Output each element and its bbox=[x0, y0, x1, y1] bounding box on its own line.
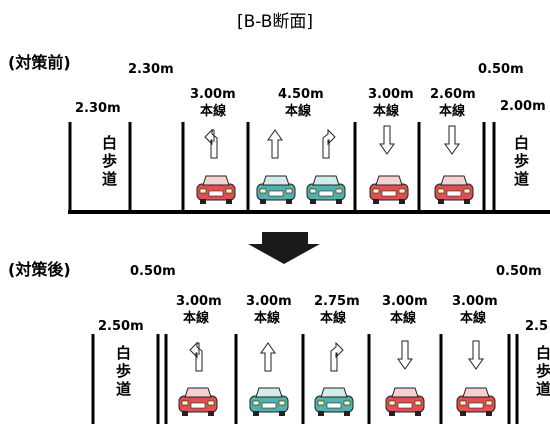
after-right-turn-arrow-icon bbox=[330, 342, 344, 372]
before-sidewalk-left-text: 白 歩 道 bbox=[102, 134, 122, 188]
before-car-red-icon bbox=[196, 175, 236, 205]
before-boundary-lines bbox=[68, 122, 496, 212]
transition-arrow-icon bbox=[248, 232, 320, 264]
after-lane-4-name: 本線 bbox=[390, 310, 417, 326]
before-left-turn-arrow-icon bbox=[204, 129, 218, 159]
after-lane-1-name: 本線 bbox=[183, 310, 210, 326]
before-lane-2-name: 本線 bbox=[285, 103, 312, 119]
after-down-arrow-icon bbox=[468, 340, 484, 370]
before-down-arrow-icon bbox=[379, 125, 395, 155]
after-left-turn-arrow-icon bbox=[189, 342, 203, 372]
after-down-arrow-icon bbox=[397, 340, 413, 370]
before-section: (対策前) 2.30m 0.50m 2.30m 2.00m 3.00m 本線 4… bbox=[8, 53, 550, 214]
before-down-arrow-icon bbox=[444, 125, 460, 155]
after-sidewalk-left-width: 2.50m bbox=[98, 319, 144, 334]
after-lane-3-name: 本線 bbox=[320, 310, 347, 326]
after-lane-2-name: 本線 bbox=[254, 310, 281, 326]
after-dim-top-right: 0.50m bbox=[496, 264, 542, 279]
before-car-teal-icon bbox=[306, 175, 346, 205]
before-sidewalk-left-width: 2.30m bbox=[75, 101, 121, 116]
after-lane-1-width: 3.00m bbox=[176, 294, 222, 309]
after-lane-3-width: 2.75m bbox=[314, 294, 360, 309]
section-title: [B-B断面] bbox=[237, 12, 313, 32]
before-lane-5-width: 2.60m bbox=[430, 87, 476, 102]
before-car-red-icon bbox=[434, 175, 474, 205]
after-lane-2-width: 3.00m bbox=[246, 294, 292, 309]
after-car-red-icon bbox=[456, 387, 496, 417]
before-lane-4-name: 本線 bbox=[373, 103, 400, 119]
after-car-red-icon bbox=[178, 387, 218, 417]
before-car-red-icon bbox=[369, 175, 409, 205]
before-dim-top-left: 2.30m bbox=[128, 62, 174, 77]
after-sidewalk-left-text: 白 歩 道 bbox=[116, 344, 136, 398]
before-lane-1-width: 3.00m bbox=[190, 87, 236, 102]
after-dim-top-left: 0.50m bbox=[130, 264, 176, 279]
after-section: (対策後) 0.50m 0.50m 2.50m 2.5 3.00m 本線 3.0… bbox=[8, 260, 550, 424]
before-lane-4-width: 3.00m bbox=[368, 87, 414, 102]
after-sidewalk-right-text: 白 歩 道 bbox=[536, 344, 550, 398]
after-car-teal-icon bbox=[314, 387, 354, 417]
before-lane-2-width: 4.50m bbox=[278, 87, 324, 102]
after-label: (対策後) bbox=[8, 260, 71, 279]
before-dim-top-right: 0.50m bbox=[478, 62, 524, 77]
before-lane-1-name: 本線 bbox=[200, 103, 227, 119]
before-lane-5-name: 本線 bbox=[439, 103, 466, 119]
after-lane-5-name: 本線 bbox=[460, 310, 487, 326]
before-car-teal-icon bbox=[256, 175, 296, 205]
before-label: (対策前) bbox=[8, 53, 71, 72]
before-right-turn-arrow-icon bbox=[322, 129, 336, 159]
after-car-teal-icon bbox=[249, 387, 289, 417]
after-sidewalk-right-width: 2.5 bbox=[525, 319, 548, 334]
after-car-red-icon bbox=[385, 387, 425, 417]
before-sidewalk-left-char: 白 bbox=[102, 134, 117, 152]
before-sidewalk-left-char: 道 bbox=[102, 170, 117, 188]
before-sidewalk-right-width: 2.00m bbox=[500, 99, 546, 114]
after-lane-5-width: 3.00m bbox=[452, 294, 498, 309]
after-straight-arrow-icon bbox=[260, 342, 276, 372]
before-sidewalk-right-text: 白 歩 道 bbox=[514, 134, 534, 188]
after-boundary-lines bbox=[91, 334, 519, 424]
before-straight-arrow-icon bbox=[267, 129, 283, 159]
after-lane-4-width: 3.00m bbox=[382, 294, 428, 309]
before-sidewalk-left-char: 歩 bbox=[102, 152, 117, 170]
